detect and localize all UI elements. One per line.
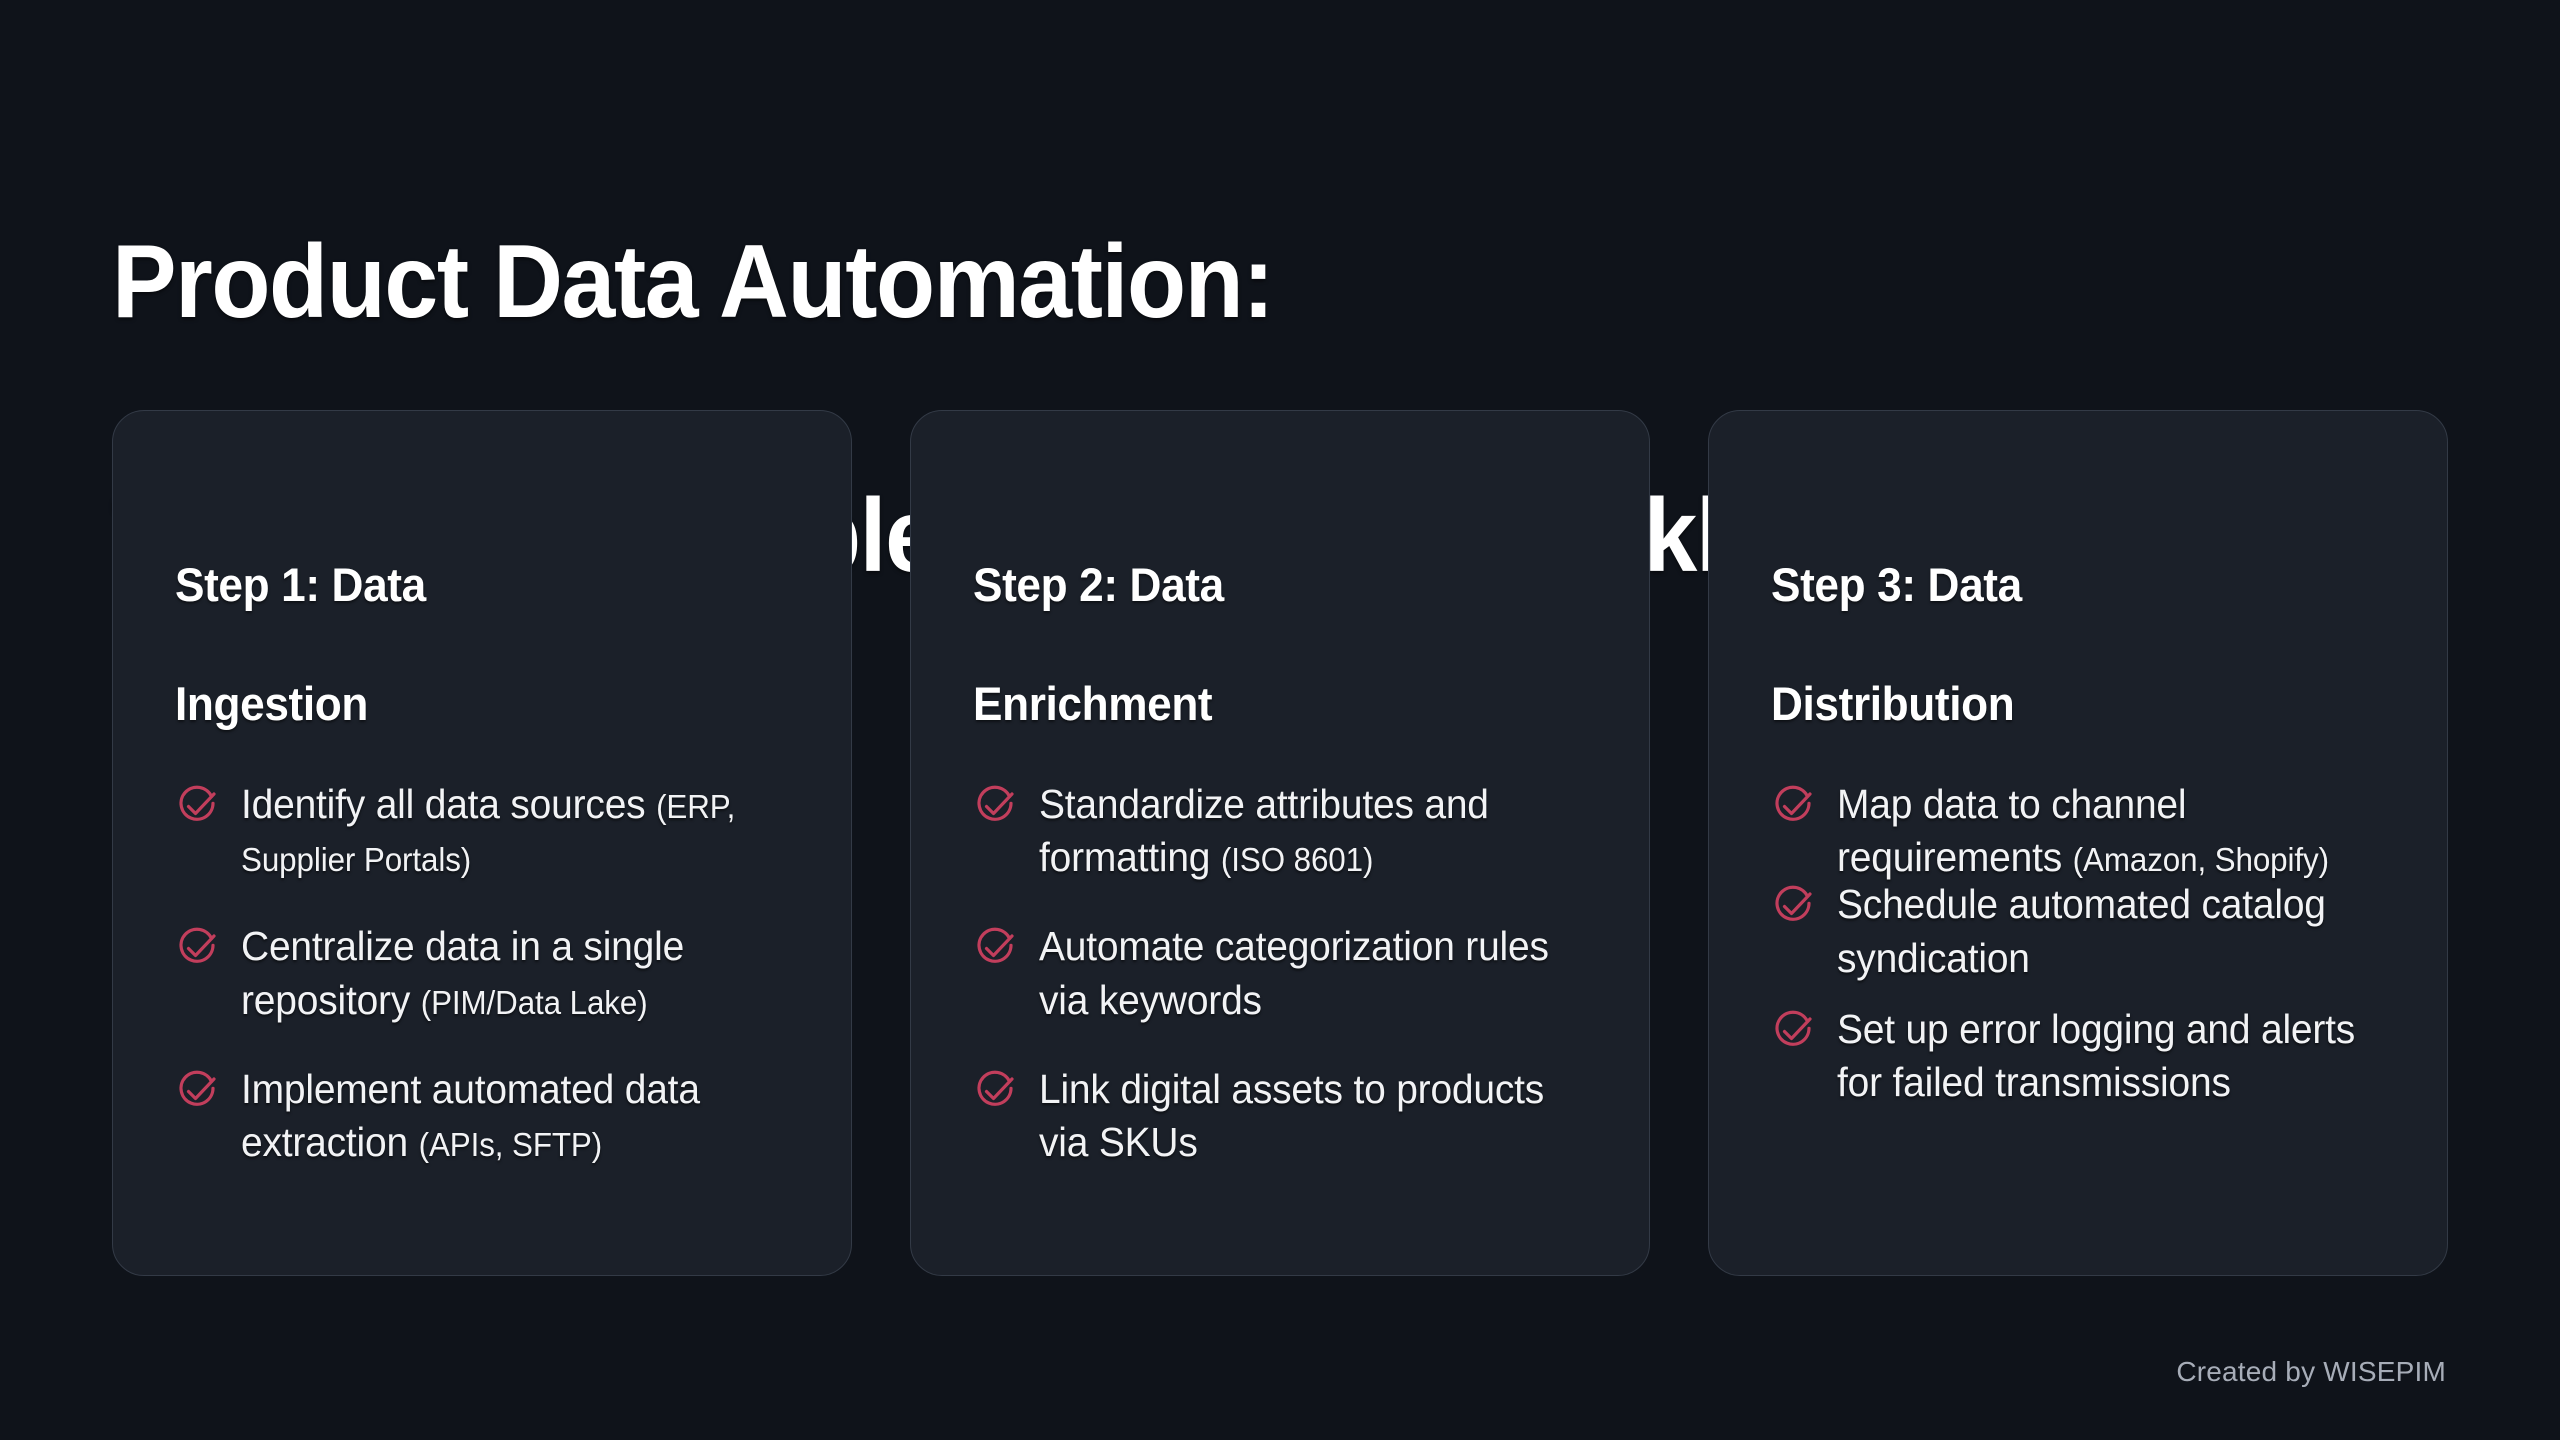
- circle-check-icon: [977, 785, 1014, 821]
- card-heading-line-1: Step 2: Data: [973, 557, 1224, 611]
- circle-check-icon: [1775, 886, 1812, 922]
- checklist-items-step-2: Standardize attributes and formatting (I…: [973, 778, 1587, 1170]
- circle-check-icon: [977, 1070, 1014, 1106]
- list-item[interactable]: Standardize attributes and formatting (I…: [973, 778, 1587, 885]
- card-heading-line-2: Ingestion: [175, 677, 368, 731]
- list-item-text: Set up error logging and alerts for fail…: [1837, 1003, 2358, 1110]
- checklist-cards-row: Step 1: Data Ingestion Identify all data…: [112, 410, 2448, 1276]
- circle-check-icon: [977, 928, 1014, 964]
- card-heading-line-2: Enrichment: [973, 677, 1213, 731]
- list-item-main: Schedule automated catalog syndication: [1837, 881, 2326, 981]
- list-item-main: Set up error logging and alerts for fail…: [1837, 1005, 2356, 1106]
- list-item-text: Map data to channel requirements (Amazon…: [1837, 778, 2358, 885]
- circle-check-icon: [179, 928, 216, 964]
- card-heading-line-1: Step 3: Data: [1771, 557, 2022, 611]
- circle-check-icon: [179, 785, 216, 821]
- list-item-note: (ISO 8601): [1220, 841, 1374, 879]
- list-item-main: Centralize data in a single repository: [241, 923, 685, 1023]
- footer-credit: Created by WISEPIM: [2176, 1356, 2446, 1387]
- checklist-card-step-2: Step 2: Data Enrichment Standardize attr…: [910, 410, 1650, 1276]
- list-item-main: Identify all data sources: [241, 780, 657, 827]
- list-item[interactable]: Map data to channel requirements (Amazon…: [1771, 778, 2385, 885]
- list-item[interactable]: Identify all data sources (ERP, Supplier…: [175, 778, 789, 885]
- list-item-text: Schedule automated catalog syndication: [1837, 878, 2358, 985]
- card-heading-line-1: Step 1: Data: [175, 557, 426, 611]
- list-item-note: (APIs, SFTP): [418, 1126, 603, 1164]
- list-item-text: Link digital assets to products via SKUs: [1039, 1063, 1560, 1170]
- list-item-text: Centralize data in a single repository (…: [241, 920, 762, 1027]
- circle-check-icon: [1775, 1010, 1812, 1046]
- list-item[interactable]: Schedule automated catalog syndication: [1771, 878, 2385, 985]
- checklist-card-step-1: Step 1: Data Ingestion Identify all data…: [112, 410, 852, 1276]
- list-item-main: Standardize attributes and formatting: [1039, 780, 1489, 881]
- list-item[interactable]: Set up error logging and alerts for fail…: [1771, 1003, 2385, 1110]
- list-item-main: Implement automated data extraction: [241, 1065, 700, 1166]
- circle-check-icon: [1775, 785, 1812, 821]
- card-heading-step-2: Step 2: Data Enrichment: [973, 495, 1550, 734]
- card-heading-step-3: Step 3: Data Distribution: [1771, 495, 2348, 734]
- list-item-text: Identify all data sources (ERP, Supplier…: [241, 778, 762, 885]
- list-item-main: Link digital assets to products via SKUs: [1039, 1065, 1545, 1166]
- card-heading-step-1: Step 1: Data Ingestion: [175, 495, 752, 734]
- list-item-main: Automate categorization rules via keywor…: [1039, 923, 1549, 1023]
- list-item-note: (Amazon, Shopify): [2072, 841, 2329, 879]
- checklist-items-step-3: Map data to channel requirements (Amazon…: [1771, 778, 2385, 1110]
- list-item-text: Implement automated data extraction (API…: [241, 1063, 762, 1170]
- circle-check-icon: [179, 1070, 216, 1106]
- card-heading-line-2: Distribution: [1771, 677, 2015, 731]
- list-item[interactable]: Link digital assets to products via SKUs: [973, 1063, 1587, 1170]
- checklist-items-step-1: Identify all data sources (ERP, Supplier…: [175, 778, 789, 1170]
- list-item-text: Standardize attributes and formatting (I…: [1039, 778, 1560, 885]
- list-item-note: (PIM/Data Lake): [420, 983, 648, 1021]
- list-item[interactable]: Automate categorization rules via keywor…: [973, 920, 1587, 1027]
- list-item-text: Automate categorization rules via keywor…: [1039, 920, 1560, 1027]
- list-item-note: (ERP, Supplier Portals): [241, 787, 736, 879]
- list-item-main: Map data to channel requirements: [1837, 780, 2187, 881]
- list-item[interactable]: Centralize data in a single repository (…: [175, 920, 789, 1027]
- page-title-line-1: Product Data Automation:: [112, 223, 1275, 340]
- list-item[interactable]: Implement automated data extraction (API…: [175, 1063, 789, 1170]
- checklist-card-step-3: Step 3: Data Distribution Map data to ch…: [1708, 410, 2448, 1276]
